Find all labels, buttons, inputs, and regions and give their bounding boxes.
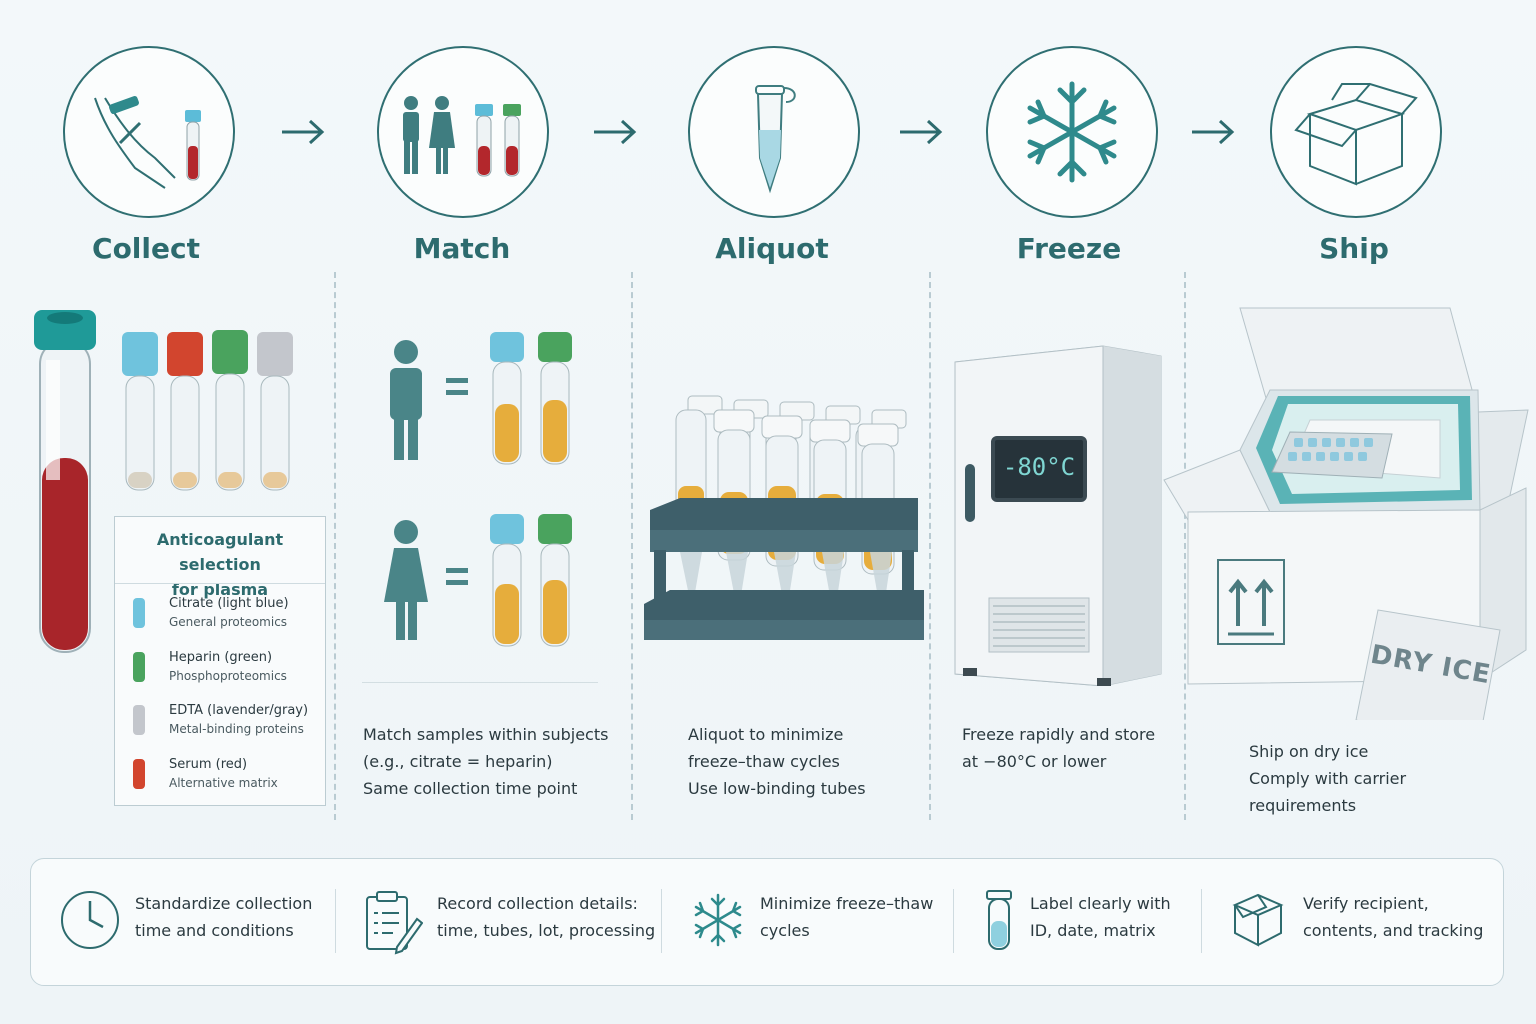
snowflake-icon xyxy=(694,893,742,947)
match-line: Same collection time point xyxy=(363,779,578,798)
legend-item-citrate: Citrate (light blue) General proteomics xyxy=(131,595,321,635)
freeze-description: Freeze rapidly and store at −80°C or low… xyxy=(962,721,1155,775)
collection-tubes-illustration xyxy=(34,310,293,653)
microtube-icon xyxy=(755,85,796,194)
ship-line: Comply with carrier xyxy=(1249,769,1407,788)
legend-item-heparin: Heparin (green) Phosphoproteomics xyxy=(131,649,321,689)
step-title-freeze: Freeze xyxy=(1016,232,1122,265)
people-tubes-icon xyxy=(403,96,521,177)
tip-line: Minimize freeze–thaw xyxy=(760,894,934,913)
freezer-body-icon xyxy=(954,345,1162,686)
arrow-aliquot-to-freeze xyxy=(896,117,946,147)
labeled-tube-icon xyxy=(986,890,1012,950)
tip-line: contents, and tracking xyxy=(1303,921,1484,940)
freezer-display: -80°C xyxy=(991,436,1087,502)
step-title-aliquot: Aliquot xyxy=(715,232,829,265)
aliquot-line: Aliquot to minimize xyxy=(688,725,844,744)
legend-title: Anticoagulant selection for plasma xyxy=(115,527,325,602)
tip-record: Record collection details: time, tubes, … xyxy=(437,890,655,944)
tip-line: time and conditions xyxy=(135,921,294,940)
freeze-line: Freeze rapidly and store xyxy=(962,725,1156,744)
column-divider xyxy=(929,272,931,820)
match-description: Match samples within subjects (e.g., cit… xyxy=(363,721,608,802)
citrate-tube-icon xyxy=(133,598,145,628)
arrow-collect-to-match xyxy=(278,117,328,147)
tip-divider xyxy=(335,889,336,953)
freezer-temperature: -80°C xyxy=(1002,453,1076,481)
legend-item-use: Phosphoproteomics xyxy=(169,669,287,683)
column-divider xyxy=(334,272,336,820)
step-title-match: Match xyxy=(413,232,511,265)
tip-line: ID, date, matrix xyxy=(1030,921,1156,940)
tip-divider xyxy=(953,889,954,953)
collect-circle xyxy=(63,46,235,218)
legend-title-line: Anticoagulant selection xyxy=(156,530,284,574)
matched-samples-illustration xyxy=(384,332,572,647)
box-icon xyxy=(1294,82,1418,186)
shipping-box-illustration xyxy=(1163,307,1529,720)
step-title-ship: Ship xyxy=(1319,232,1389,265)
match-line: Match samples within subjects xyxy=(363,725,609,744)
blood-draw-icon xyxy=(94,96,201,189)
legend-item-name: EDTA (lavender/gray) xyxy=(169,703,309,718)
match-separator xyxy=(362,682,598,683)
legend-item-name: Serum (red) xyxy=(169,757,248,772)
freeze-circle xyxy=(986,46,1158,218)
column-divider xyxy=(631,272,633,820)
tip-line: time, tubes, lot, processing xyxy=(437,921,656,940)
clipboard-pen-icon xyxy=(366,891,423,955)
clock-icon xyxy=(61,891,119,949)
legend-item-use: Alternative matrix xyxy=(169,776,278,790)
heparin-tube-icon xyxy=(133,652,145,682)
tip-line: cycles xyxy=(760,921,810,940)
tip-line: Standardize collection xyxy=(135,894,313,913)
tip-divider xyxy=(1201,889,1202,953)
tip-line: Label clearly with xyxy=(1030,894,1171,913)
tip-line: Record collection details: xyxy=(437,894,638,913)
step-title-collect: Collect xyxy=(92,232,200,265)
aliquot-rack-illustration xyxy=(644,395,924,640)
column-divider xyxy=(1184,272,1186,820)
legend-divider xyxy=(115,583,325,584)
legend-item-use: General proteomics xyxy=(169,615,288,629)
anticoagulant-legend: Anticoagulant selection for plasma Citra… xyxy=(114,516,326,806)
legend-item-use: Metal-binding proteins xyxy=(169,722,304,736)
match-circle xyxy=(377,46,549,218)
arrow-match-to-aliquot xyxy=(590,117,640,147)
legend-item-edta: EDTA (lavender/gray) Metal-binding prote… xyxy=(131,702,321,742)
ship-circle xyxy=(1270,46,1442,218)
legend-item-name: Citrate (light blue) xyxy=(169,596,289,611)
ship-line: Ship on dry ice xyxy=(1249,742,1369,761)
snowflake-icon xyxy=(1027,81,1117,183)
aliquot-line: Use low-binding tubes xyxy=(688,779,866,798)
tip-line: Verify recipient, xyxy=(1303,894,1429,913)
best-practices-bar: Standardize collection time and conditio… xyxy=(30,858,1504,986)
match-line: (e.g., citrate = heparin) xyxy=(363,752,553,771)
ship-line: requirements xyxy=(1249,796,1357,815)
serum-tube-icon xyxy=(133,759,145,789)
freeze-line: at −80°C or lower xyxy=(962,752,1107,771)
edta-tube-icon xyxy=(133,705,145,735)
tip-freeze-thaw: Minimize freeze–thaw cycles xyxy=(760,890,933,944)
legend-title-line: for plasma xyxy=(171,580,269,599)
legend-item-name: Heparin (green) xyxy=(169,650,273,665)
freezer: -80°C xyxy=(953,344,1163,686)
tip-verify: Verify recipient, contents, and tracking xyxy=(1303,890,1483,944)
tip-divider xyxy=(661,889,662,953)
box-icon xyxy=(1232,893,1284,947)
aliquot-description: Aliquot to minimize freeze–thaw cycles U… xyxy=(688,721,866,802)
tip-standardize: Standardize collection time and conditio… xyxy=(135,890,312,944)
ship-description: Ship on dry ice Comply with carrier requ… xyxy=(1249,738,1406,819)
arrow-freeze-to-ship xyxy=(1188,117,1238,147)
legend-item-serum: Serum (red) Alternative matrix xyxy=(131,756,321,796)
aliquot-line: freeze–thaw cycles xyxy=(688,752,840,771)
aliquot-circle xyxy=(688,46,860,218)
tip-label: Label clearly with ID, date, matrix xyxy=(1030,890,1171,944)
